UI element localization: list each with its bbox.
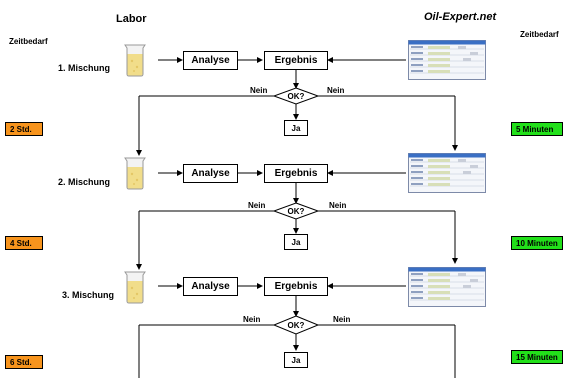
oil-expert-screenshot xyxy=(408,267,486,307)
ergebnis-box-2: Ergebnis xyxy=(264,164,328,183)
ergebnis-box-1: Ergebnis xyxy=(264,51,328,70)
decision-label-1: OK? xyxy=(287,92,305,101)
beaker-icon xyxy=(124,271,146,304)
mix-label-3: 3. Mischung xyxy=(62,290,115,300)
nein-right-1: Nein xyxy=(327,86,345,95)
oil-expert-screenshot xyxy=(408,153,486,193)
beaker-icon xyxy=(124,157,146,190)
decision-label-3: OK? xyxy=(287,321,305,330)
ja-box-3: Ja xyxy=(284,352,308,368)
beaker-icon xyxy=(124,44,146,77)
nein-left-3: Nein xyxy=(243,315,261,324)
analyse-box-3: Analyse xyxy=(183,277,238,296)
oil-expert-header: Oil-Expert.net xyxy=(424,11,497,23)
nein-right-2: Nein xyxy=(329,201,347,210)
analyse-box-1: Analyse xyxy=(183,51,238,70)
oil-time-badge-1: 5 Minuten xyxy=(511,122,563,136)
decision-label-2: OK? xyxy=(287,207,305,216)
ergebnis-box-3: Ergebnis xyxy=(264,277,328,296)
analyse-box-2: Analyse xyxy=(183,164,238,183)
oil-time-badge-3: 15 Minuten xyxy=(511,350,563,364)
zeitbedarf-left-header: Zeitbedarf xyxy=(9,37,48,46)
nein-left-2: Nein xyxy=(248,201,266,210)
oil-time-badge-2: 10 Minuten xyxy=(511,236,563,250)
row-2-lines xyxy=(136,170,458,270)
labor-time-badge-2: 4 Std. xyxy=(5,236,43,250)
row-3-lines xyxy=(138,283,456,378)
labor-time-badge-3: 6 Std. xyxy=(5,355,43,369)
oil-expert-screenshot xyxy=(408,40,486,80)
nein-right-3: Nein xyxy=(333,315,351,324)
labor-header: Labor xyxy=(116,13,147,25)
zeitbedarf-right-header: Zeitbedarf xyxy=(520,30,559,39)
mix-label-1: 1. Mischung xyxy=(58,63,111,73)
mix-label-2: 2. Mischung xyxy=(58,177,111,187)
nein-left-1: Nein xyxy=(250,86,268,95)
ja-box-1: Ja xyxy=(284,120,308,136)
ja-box-2: Ja xyxy=(284,234,308,250)
labor-time-badge-1: 2 Std. xyxy=(5,122,43,136)
row-1-lines xyxy=(136,57,458,156)
